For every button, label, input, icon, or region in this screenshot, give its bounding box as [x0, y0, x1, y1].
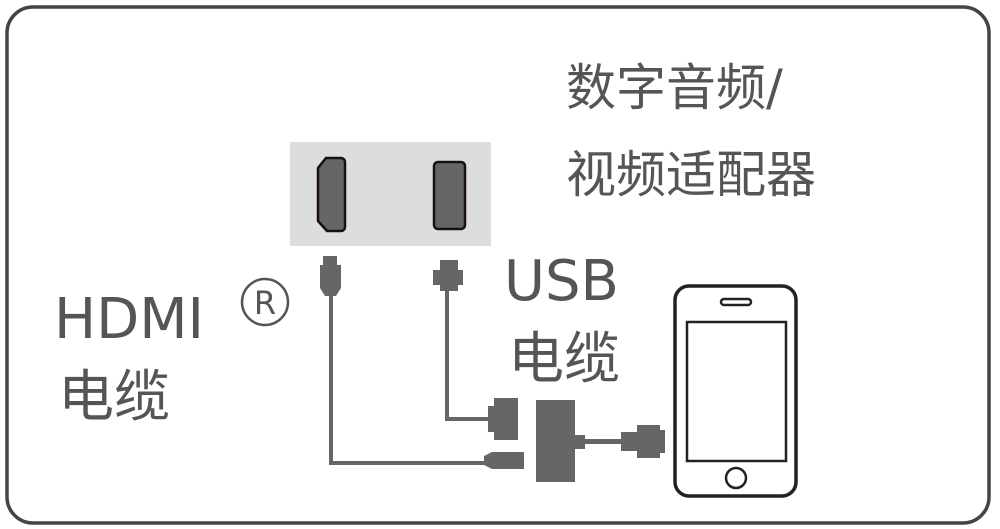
title-line-2: 视频适配器 [566, 146, 816, 204]
usb-cable [433, 260, 518, 440]
hdmi-cable-label: 电缆 [58, 365, 170, 430]
phone-icon [673, 284, 798, 498]
usb-label: USB [504, 249, 619, 314]
hdmi-cable [320, 256, 524, 469]
frame [5, 5, 991, 525]
hdmi-port [316, 156, 347, 233]
svg-text:R: R [254, 284, 276, 322]
usb-port [432, 160, 467, 231]
adapter [536, 400, 665, 482]
registered-mark-icon: R [240, 277, 290, 327]
usb-cable-label: 电缆 [508, 327, 620, 392]
title-line-1: 数字音频/ [566, 59, 783, 117]
hdmi-label: HDMI [54, 287, 204, 352]
